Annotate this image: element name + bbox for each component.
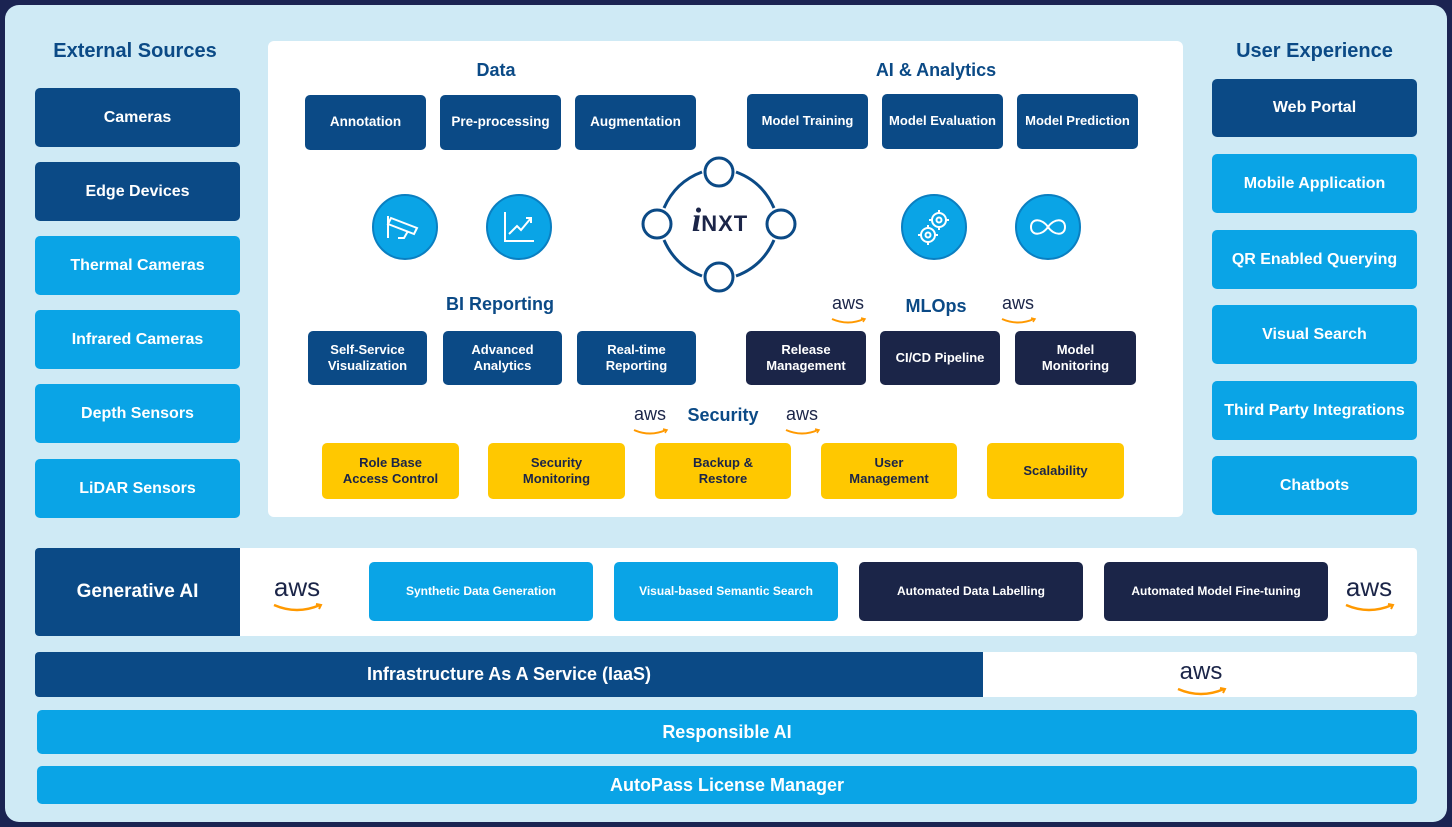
gears-icon bbox=[901, 194, 967, 260]
bi-realtime-line2: Reporting bbox=[605, 358, 668, 373]
inxt-cycle-graphic bbox=[641, 156, 797, 293]
genai-model-finetuning: Automated Model Fine-tuning bbox=[1104, 562, 1328, 621]
security-monitoring: Security Monitoring bbox=[488, 443, 625, 499]
mlops-release-line1: Release bbox=[781, 341, 831, 357]
aws-logo-iaas: aws bbox=[1170, 660, 1232, 696]
data-augmentation: Augmentation bbox=[575, 95, 696, 150]
security-user-line2: Management bbox=[849, 471, 929, 486]
aws-logo-text: aws bbox=[831, 293, 864, 313]
aws-logo-genai-left: aws bbox=[266, 574, 328, 614]
ai-model-evaluation: Model Evaluation bbox=[882, 94, 1003, 149]
bi-advanced-line1: Advanced bbox=[471, 341, 534, 357]
aws-logo-text: aws bbox=[1179, 658, 1223, 685]
ux-mobile-application: Mobile Application bbox=[1212, 154, 1417, 213]
user-experience-title: User Experience bbox=[1236, 40, 1393, 62]
generative-ai-label: Generative AI bbox=[35, 548, 240, 636]
bi-reporting-title: BI Reporting bbox=[446, 294, 554, 314]
bi-self-service-line1: Self-Service bbox=[330, 341, 405, 357]
ai-analytics-title: AI & Analytics bbox=[875, 60, 997, 80]
security-user-management: User Management bbox=[821, 443, 957, 499]
bi-realtime-reporting: Real-time Reporting bbox=[577, 331, 696, 385]
aws-logo-security-right: aws bbox=[780, 405, 824, 435]
bi-advanced-line2: Analytics bbox=[473, 358, 532, 373]
autopass-license-manager-bar: AutoPass License Manager bbox=[37, 766, 1417, 804]
aws-logo-text: aws bbox=[1001, 293, 1034, 313]
source-cameras: Cameras bbox=[35, 88, 240, 147]
ux-visual-search: Visual Search bbox=[1212, 305, 1417, 364]
bi-advanced-analytics: Advanced Analytics bbox=[443, 331, 562, 385]
source-infrared-cameras: Infrared Cameras bbox=[35, 310, 240, 369]
aws-logo-text: aws bbox=[1345, 572, 1393, 602]
security-scalability-line1: Scalability bbox=[1023, 462, 1088, 478]
external-sources-title: External Sources bbox=[53, 40, 217, 62]
inxt-logo: i NXT bbox=[678, 202, 762, 246]
source-depth-sensors: Depth Sensors bbox=[35, 384, 240, 443]
security-backup-line2: Restore bbox=[698, 471, 748, 486]
ux-web-portal: Web Portal bbox=[1212, 79, 1417, 137]
bi-self-service-line2: Visualization bbox=[327, 358, 408, 373]
inxt-logo-text: NXT bbox=[701, 211, 749, 236]
mlops-release-management: Release Management bbox=[746, 331, 866, 385]
security-backup-line1: Backup & bbox=[693, 454, 753, 470]
aws-logo-genai-right: aws bbox=[1338, 574, 1400, 614]
aws-logo-text: aws bbox=[273, 572, 321, 602]
responsible-ai-bar: Responsible AI bbox=[37, 710, 1417, 754]
data-annotation: Annotation bbox=[305, 95, 426, 150]
mlops-cicd-pipeline: CI/CD Pipeline bbox=[880, 331, 1000, 385]
mlops-release-line2: Management bbox=[766, 358, 846, 373]
source-edge-devices: Edge Devices bbox=[35, 162, 240, 221]
source-lidar-sensors: LiDAR Sensors bbox=[35, 459, 240, 518]
ai-model-training: Model Training bbox=[747, 94, 868, 149]
inxt-logo-prefix: i bbox=[691, 202, 702, 239]
data-title: Data bbox=[476, 60, 516, 80]
security-scalability: Scalability bbox=[987, 443, 1124, 499]
genai-synthetic-data: Synthetic Data Generation bbox=[369, 562, 593, 621]
genai-data-labelling: Automated Data Labelling bbox=[859, 562, 1083, 621]
security-backup-restore: Backup & Restore bbox=[655, 443, 791, 499]
ux-chatbots: Chatbots bbox=[1212, 456, 1417, 515]
ai-model-prediction: Model Prediction bbox=[1017, 94, 1138, 149]
security-rbac-line1: Role Base bbox=[359, 454, 422, 470]
infinity-icon bbox=[1015, 194, 1081, 260]
mlops-monitoring-line1: Model bbox=[1056, 341, 1095, 357]
aws-logo-text: aws bbox=[633, 404, 666, 424]
data-preprocessing: Pre-processing bbox=[440, 95, 561, 150]
security-monitoring-line2: Monitoring bbox=[522, 471, 591, 486]
ux-third-party-integrations: Third Party Integrations bbox=[1212, 381, 1417, 440]
aws-logo-mlops-right: aws bbox=[996, 294, 1040, 324]
source-thermal-cameras: Thermal Cameras bbox=[35, 236, 240, 295]
aws-logo-mlops-left: aws bbox=[826, 294, 870, 324]
mlops-monitoring-line2: Monitoring bbox=[1041, 358, 1110, 373]
ux-qr-querying: QR Enabled Querying bbox=[1212, 230, 1417, 289]
aws-logo-text: aws bbox=[785, 404, 818, 424]
security-title: Security bbox=[687, 405, 759, 425]
iaas-label: Infrastructure As A Service (IaaS) bbox=[35, 652, 983, 697]
mlops-title: MLOps bbox=[905, 296, 967, 316]
security-role-based-access: Role Base Access Control bbox=[322, 443, 459, 499]
mlops-cicd-line1: CI/CD Pipeline bbox=[895, 349, 985, 365]
aws-logo-security-left: aws bbox=[628, 405, 672, 435]
security-monitoring-line1: Security bbox=[530, 454, 583, 470]
mlops-model-monitoring: Model Monitoring bbox=[1015, 331, 1136, 385]
line-chart-icon bbox=[486, 194, 552, 260]
genai-semantic-search: Visual-based Semantic Search bbox=[614, 562, 838, 621]
bi-realtime-line1: Real-time bbox=[607, 341, 666, 357]
security-user-line1: User bbox=[874, 454, 904, 470]
bi-self-service-visualization: Self-Service Visualization bbox=[308, 331, 427, 385]
security-rbac-line2: Access Control bbox=[342, 471, 439, 486]
security-camera-icon bbox=[372, 194, 438, 260]
